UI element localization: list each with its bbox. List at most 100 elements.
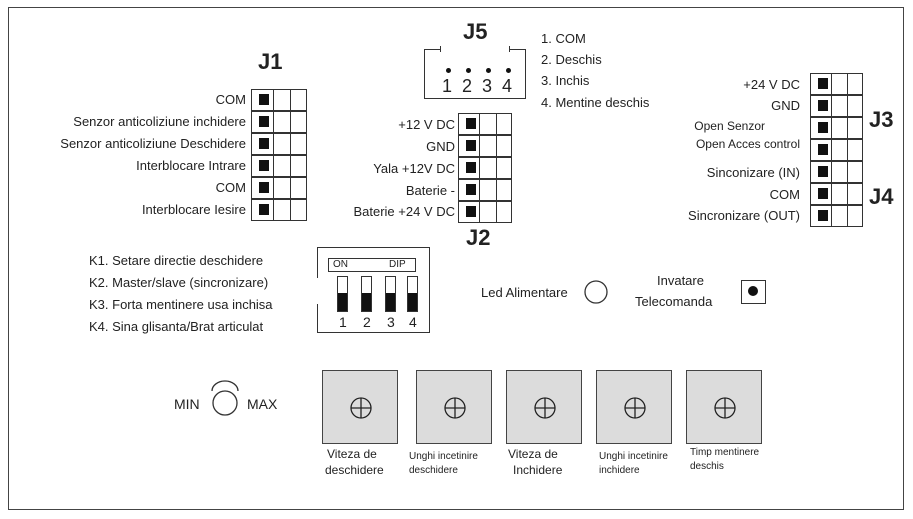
j2-pin-5: [458, 201, 512, 223]
potentiometer-3[interactable]: [506, 370, 582, 444]
potentiometer-5[interactable]: [686, 370, 762, 444]
crosshair-icon: [714, 397, 736, 419]
j1-pin-6-label: Interblocare Iesire: [141, 202, 246, 217]
potentiometer-4[interactable]: [596, 370, 672, 444]
j2-pin-3-label: Yala +12V DC: [373, 161, 455, 176]
j5-header: J5: [463, 19, 488, 44]
pot-5-label-line2: deschis: [690, 461, 724, 472]
j3-pin-3: [810, 117, 863, 139]
j2-pin-2: [458, 135, 512, 157]
j4-pin-2: [810, 183, 863, 205]
j3-pin-4-label: Open Acces control: [695, 137, 800, 151]
dip-legend-2: K2. Master/slave (sincronizare): [89, 275, 269, 290]
potentiometer-1[interactable]: [322, 370, 398, 444]
j5-legend-3: 3. Inchis: [541, 73, 590, 88]
crosshair-icon: [534, 397, 556, 419]
dip-switch: [317, 247, 430, 333]
dip-dip-label: DIP: [389, 259, 406, 270]
dip-on-label: ON: [333, 259, 348, 270]
j2-pin-3: [458, 157, 512, 179]
button-dot-icon: [748, 286, 758, 296]
pot-5-label-line1: Timp mentinere: [690, 447, 760, 458]
j2-pin-4-label: Baterie -: [405, 183, 455, 198]
j2-pin-1-label: +12 V DC: [398, 117, 455, 132]
j5-pin-dot: [506, 68, 511, 73]
pot-4-label-line2: inchidere: [599, 465, 640, 476]
j2-pin-5-label: Baterie +24 V DC: [353, 204, 455, 219]
pot-3-label-line1: Viteza de: [508, 447, 558, 461]
dip-number: 4: [409, 314, 417, 330]
j3-pin-3-label: Open Senzor: [694, 119, 765, 133]
j3-terminal-block: [810, 73, 863, 161]
crosshair-icon: [624, 397, 646, 419]
j4-terminal-block: [810, 161, 863, 227]
dip-number: 1: [339, 314, 347, 330]
j3-pin-2: [810, 95, 863, 117]
j1-pin-1: [251, 89, 307, 111]
j3-pin-1: [810, 73, 863, 95]
j5-pin-number: 2: [462, 76, 473, 96]
j3-pin-4: [810, 139, 863, 161]
j2-terminal-block: [458, 113, 512, 223]
j4-pin-3: [810, 205, 863, 227]
knob-max-label: MAX: [247, 396, 278, 412]
potentiometer-2[interactable]: [416, 370, 492, 444]
remote-label-line2: Telecomanda: [635, 294, 713, 309]
j5-legend-1: 1. COM: [541, 31, 586, 46]
remote-learn-button[interactable]: [741, 280, 766, 304]
dip-legend-1: K1. Setare directie deschidere: [89, 253, 264, 268]
j5-pin-number: 1: [442, 76, 453, 96]
dip-switch-1[interactable]: [337, 276, 348, 312]
j4-header: J4: [869, 184, 894, 209]
dip-switch-header: ON DIP: [328, 258, 416, 272]
j3-pin-2-label: GND: [771, 98, 800, 113]
dip-switch-2[interactable]: [361, 276, 372, 312]
dip-switch-4[interactable]: [407, 276, 418, 312]
j1-pin-4: [251, 155, 307, 177]
pot-4-label-line1: Unghi incetinire: [599, 451, 668, 462]
j1-pin-3-label: Senzor anticoliziune Deschidere: [60, 136, 246, 151]
pot-2-label-line2: deschidere: [409, 465, 458, 476]
led-indicator-icon: [584, 280, 608, 304]
crosshair-icon: [350, 397, 372, 419]
j4-pin-1-label: Sinconizare (IN): [706, 165, 800, 180]
j1-pin-2-label: Senzor anticoliziune inchidere: [73, 114, 246, 129]
j1-terminal-block: [251, 89, 307, 221]
j5-legend-4: 4. Mentine deschis: [541, 95, 650, 110]
j1-header: J1: [258, 49, 283, 74]
j1-pin-4-label: Interblocare Intrare: [136, 158, 246, 173]
j1-pin-2: [251, 111, 307, 133]
dip-switch-3[interactable]: [385, 276, 396, 312]
j1-pin-6: [251, 199, 307, 221]
j1-pin-1-label: COM: [215, 92, 246, 107]
dip-number: 2: [363, 314, 371, 330]
dip-number: 3: [387, 314, 395, 330]
pot-1-label-line1: Viteza de: [327, 447, 377, 461]
j5-legend-2: 2. Deschis: [541, 52, 602, 67]
j1-pin-3: [251, 133, 307, 155]
j2-pin-1: [458, 113, 512, 135]
j3-header: J3: [869, 107, 894, 132]
j4-pin-1: [810, 161, 863, 183]
j5-pin-number: 3: [482, 76, 493, 96]
j2-header: J2: [466, 225, 491, 250]
j2-pin-4: [458, 179, 512, 201]
diagram-frame: [8, 7, 904, 510]
j5-pin-dot: [466, 68, 471, 73]
j4-pin-2-label: COM: [769, 187, 800, 202]
j1-pin-5: [251, 177, 307, 199]
j4-pin-3-label: Sincronizare (OUT): [688, 208, 800, 223]
j5-pin-number: 4: [502, 76, 513, 96]
knob-min-label: MIN: [174, 396, 200, 412]
j5-pin-dot: [446, 68, 451, 73]
knob-icon[interactable]: [207, 379, 243, 419]
led-label: Led Alimentare: [481, 285, 568, 300]
j1-pin-5-label: COM: [215, 180, 246, 195]
pot-2-label-line1: Unghi incetinire: [409, 451, 478, 462]
pot-1-label-line2: deschidere: [325, 463, 384, 477]
dip-legend-4: K4. Sina glisanta/Brat articulat: [89, 319, 264, 334]
j3-pin-1-label: +24 V DC: [743, 77, 800, 92]
pot-3-label-line2: Inchidere: [513, 463, 563, 477]
j2-pin-2-label: GND: [426, 139, 455, 154]
remote-label-line1: Invatare: [657, 273, 704, 288]
